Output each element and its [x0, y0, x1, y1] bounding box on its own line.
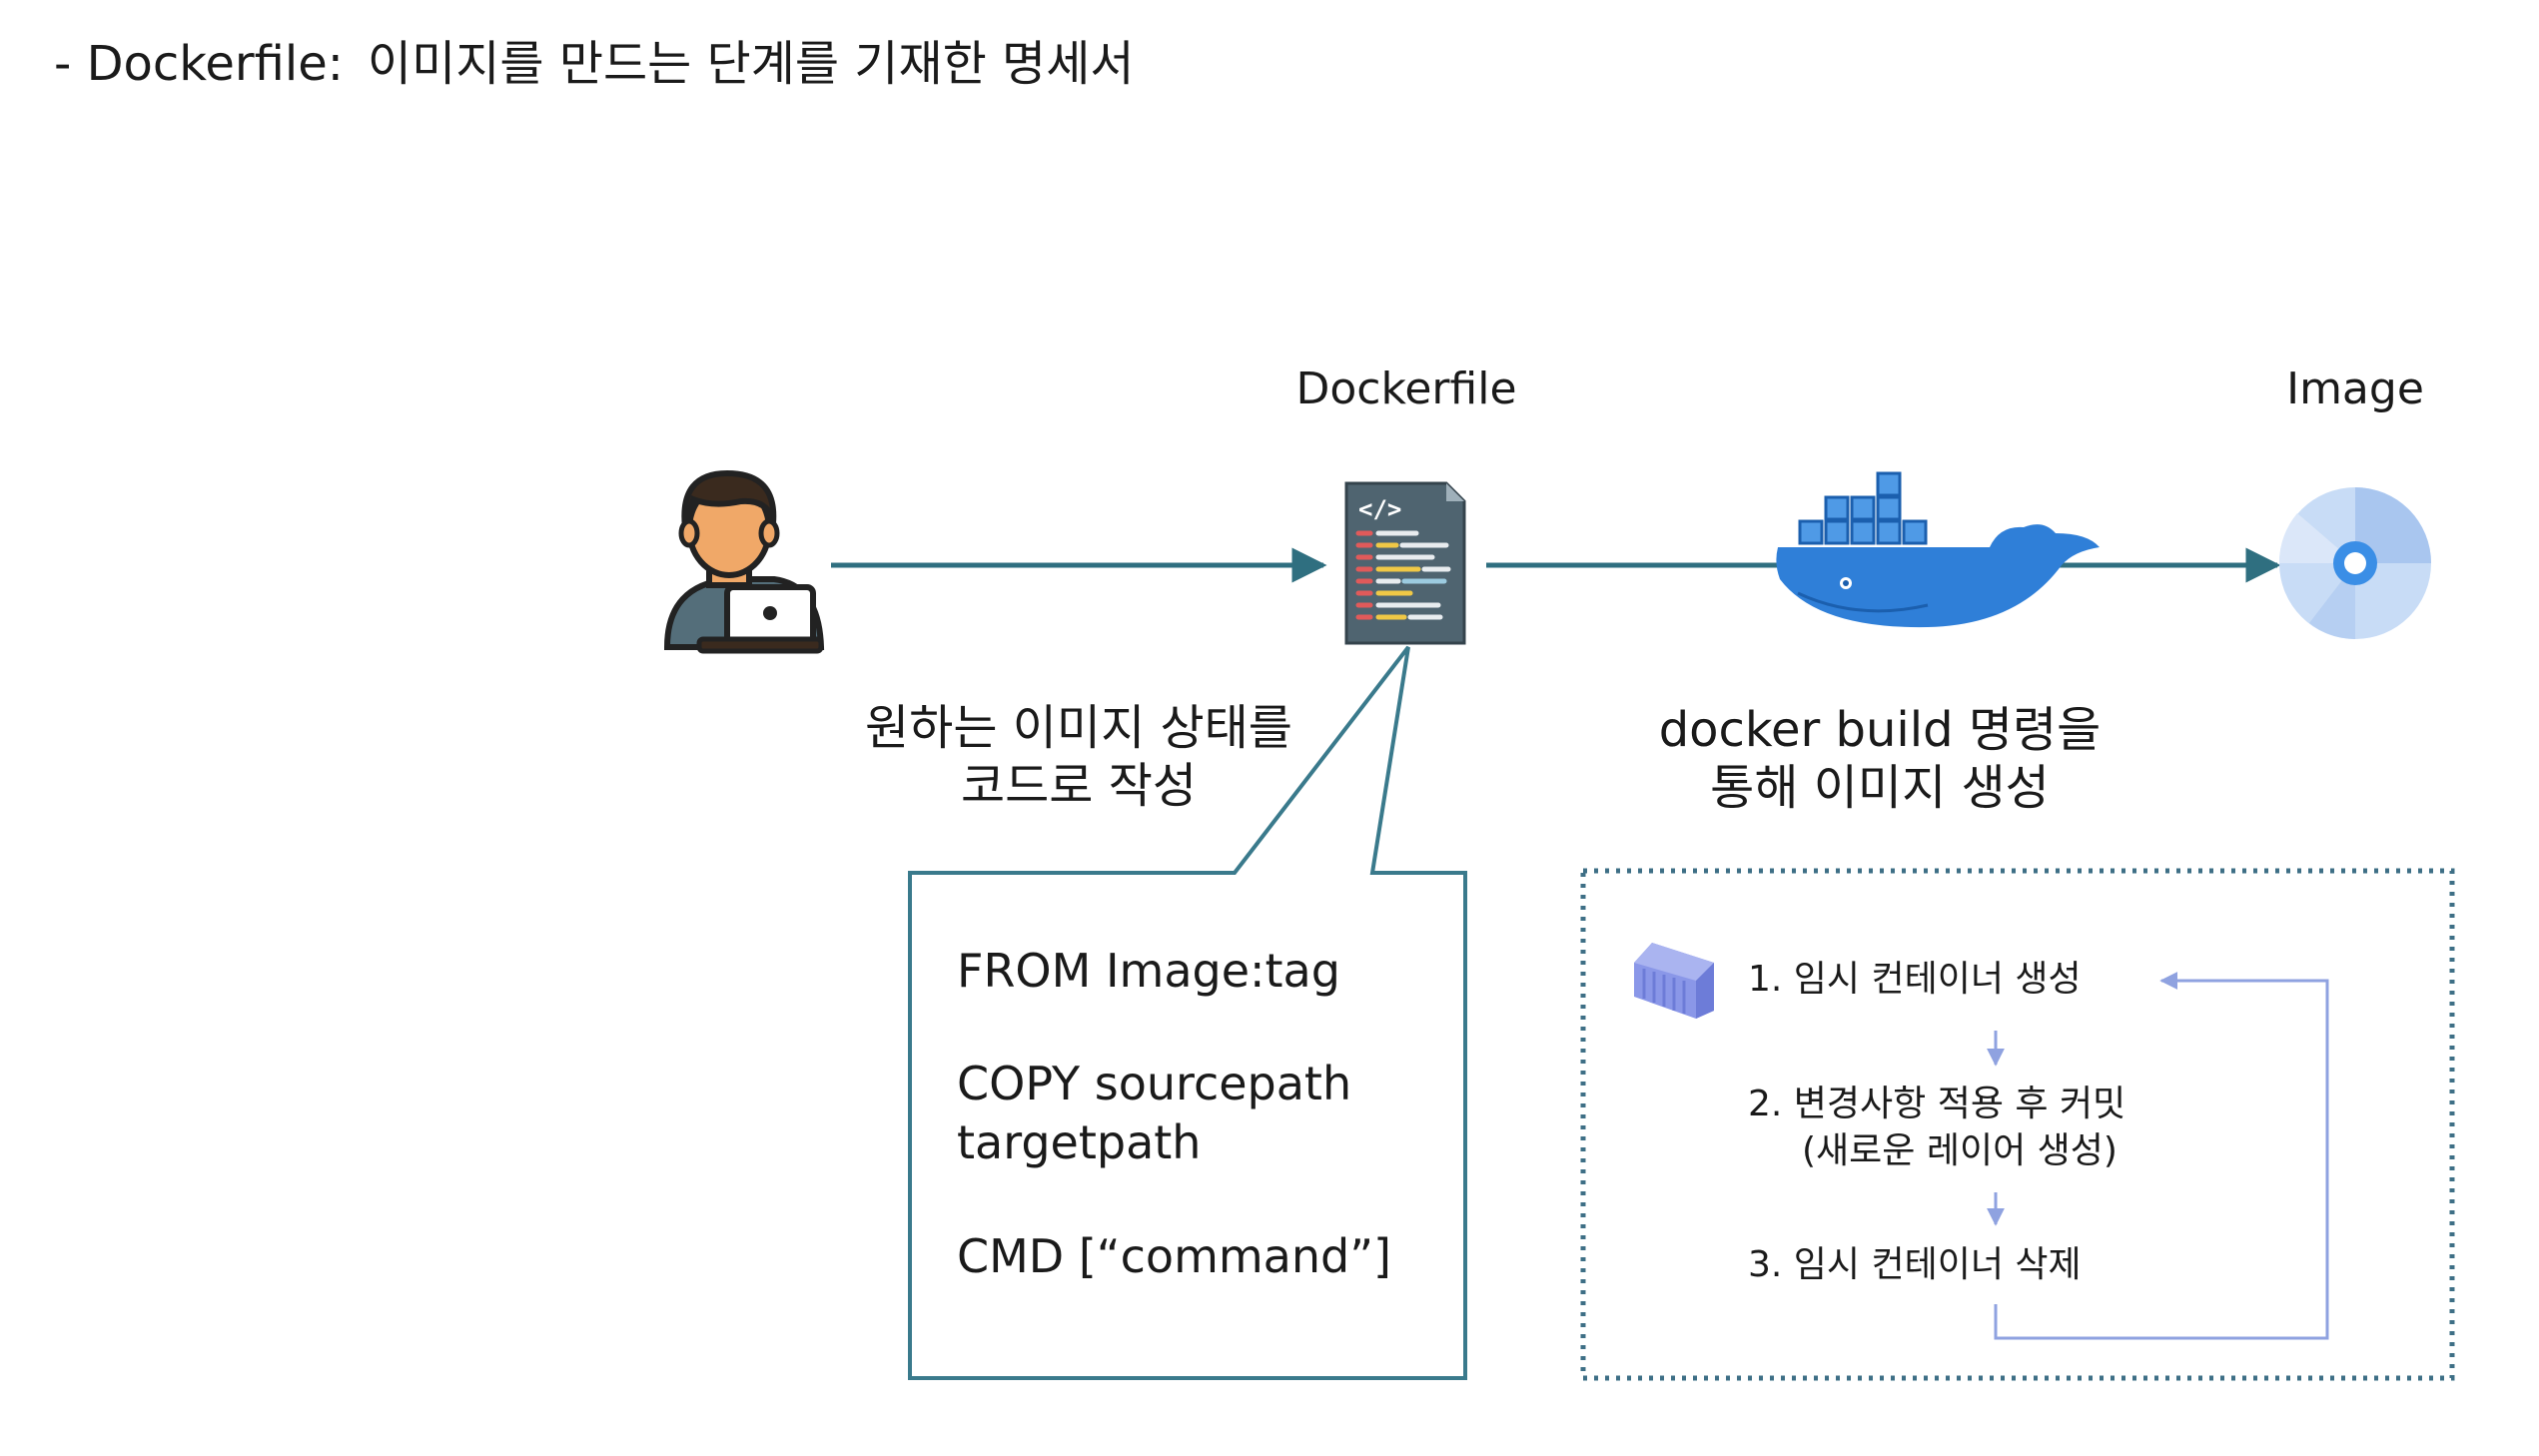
code-line-copy-2: targetpath — [957, 1115, 1202, 1169]
code-line-copy-1: COPY sourcepath — [957, 1057, 1352, 1110]
page-title: - Dockerfile: 이미지를 만드는 단계를 기재한 명세서 — [54, 24, 1135, 94]
page-title-text: 이미지를 만드는 단계를 기재한 명세서 — [367, 36, 1135, 92]
build-step-1: 1. 임시 컨테이너 생성 — [1748, 959, 2082, 1000]
write-code-caption-line2: 코드로 작성 — [960, 758, 1198, 814]
disc-image-icon — [2278, 487, 2431, 639]
code-line-cmd: CMD [“command”] — [957, 1229, 1392, 1283]
docker-build-caption-line1: docker build 명령을 — [1658, 702, 2102, 758]
shipping-container-icon — [1634, 943, 1714, 1019]
code-document-icon: </> — [1344, 481, 1466, 645]
docker-build-caption: docker build 명령을 통해 이미지 생성 — [1630, 701, 2129, 817]
page-title-prefix: - Dockerfile: — [54, 36, 344, 92]
docker-whale-icon — [1776, 471, 2100, 628]
write-code-caption: 원하는 이미지 상태를 코드로 작성 — [819, 699, 1338, 815]
build-step-3: 3. 임시 컨테이너 삭제 — [1748, 1244, 2082, 1285]
arrow-loop-back — [1994, 972, 2329, 1340]
build-step-2: 2. 변경사항 적용 후 커밋 — [1748, 1084, 2126, 1124]
write-code-caption-line1: 원하는 이미지 상태를 — [865, 700, 1292, 756]
developer-with-laptop-icon — [663, 469, 825, 654]
build-step-2-note: (새로운 레이어 생성) — [1802, 1130, 2117, 1171]
svg-text:</>: </> — [1358, 495, 1401, 523]
image-label: Image — [2286, 364, 2424, 414]
docker-build-caption-line2: 통해 이미지 생성 — [1710, 760, 2050, 816]
dockerfile-label: Dockerfile — [1295, 364, 1517, 414]
dockerfile-callout-box — [908, 645, 1467, 1380]
build-process-box — [1580, 868, 2455, 1381]
code-line-from: FROM Image:tag — [957, 944, 1340, 998]
